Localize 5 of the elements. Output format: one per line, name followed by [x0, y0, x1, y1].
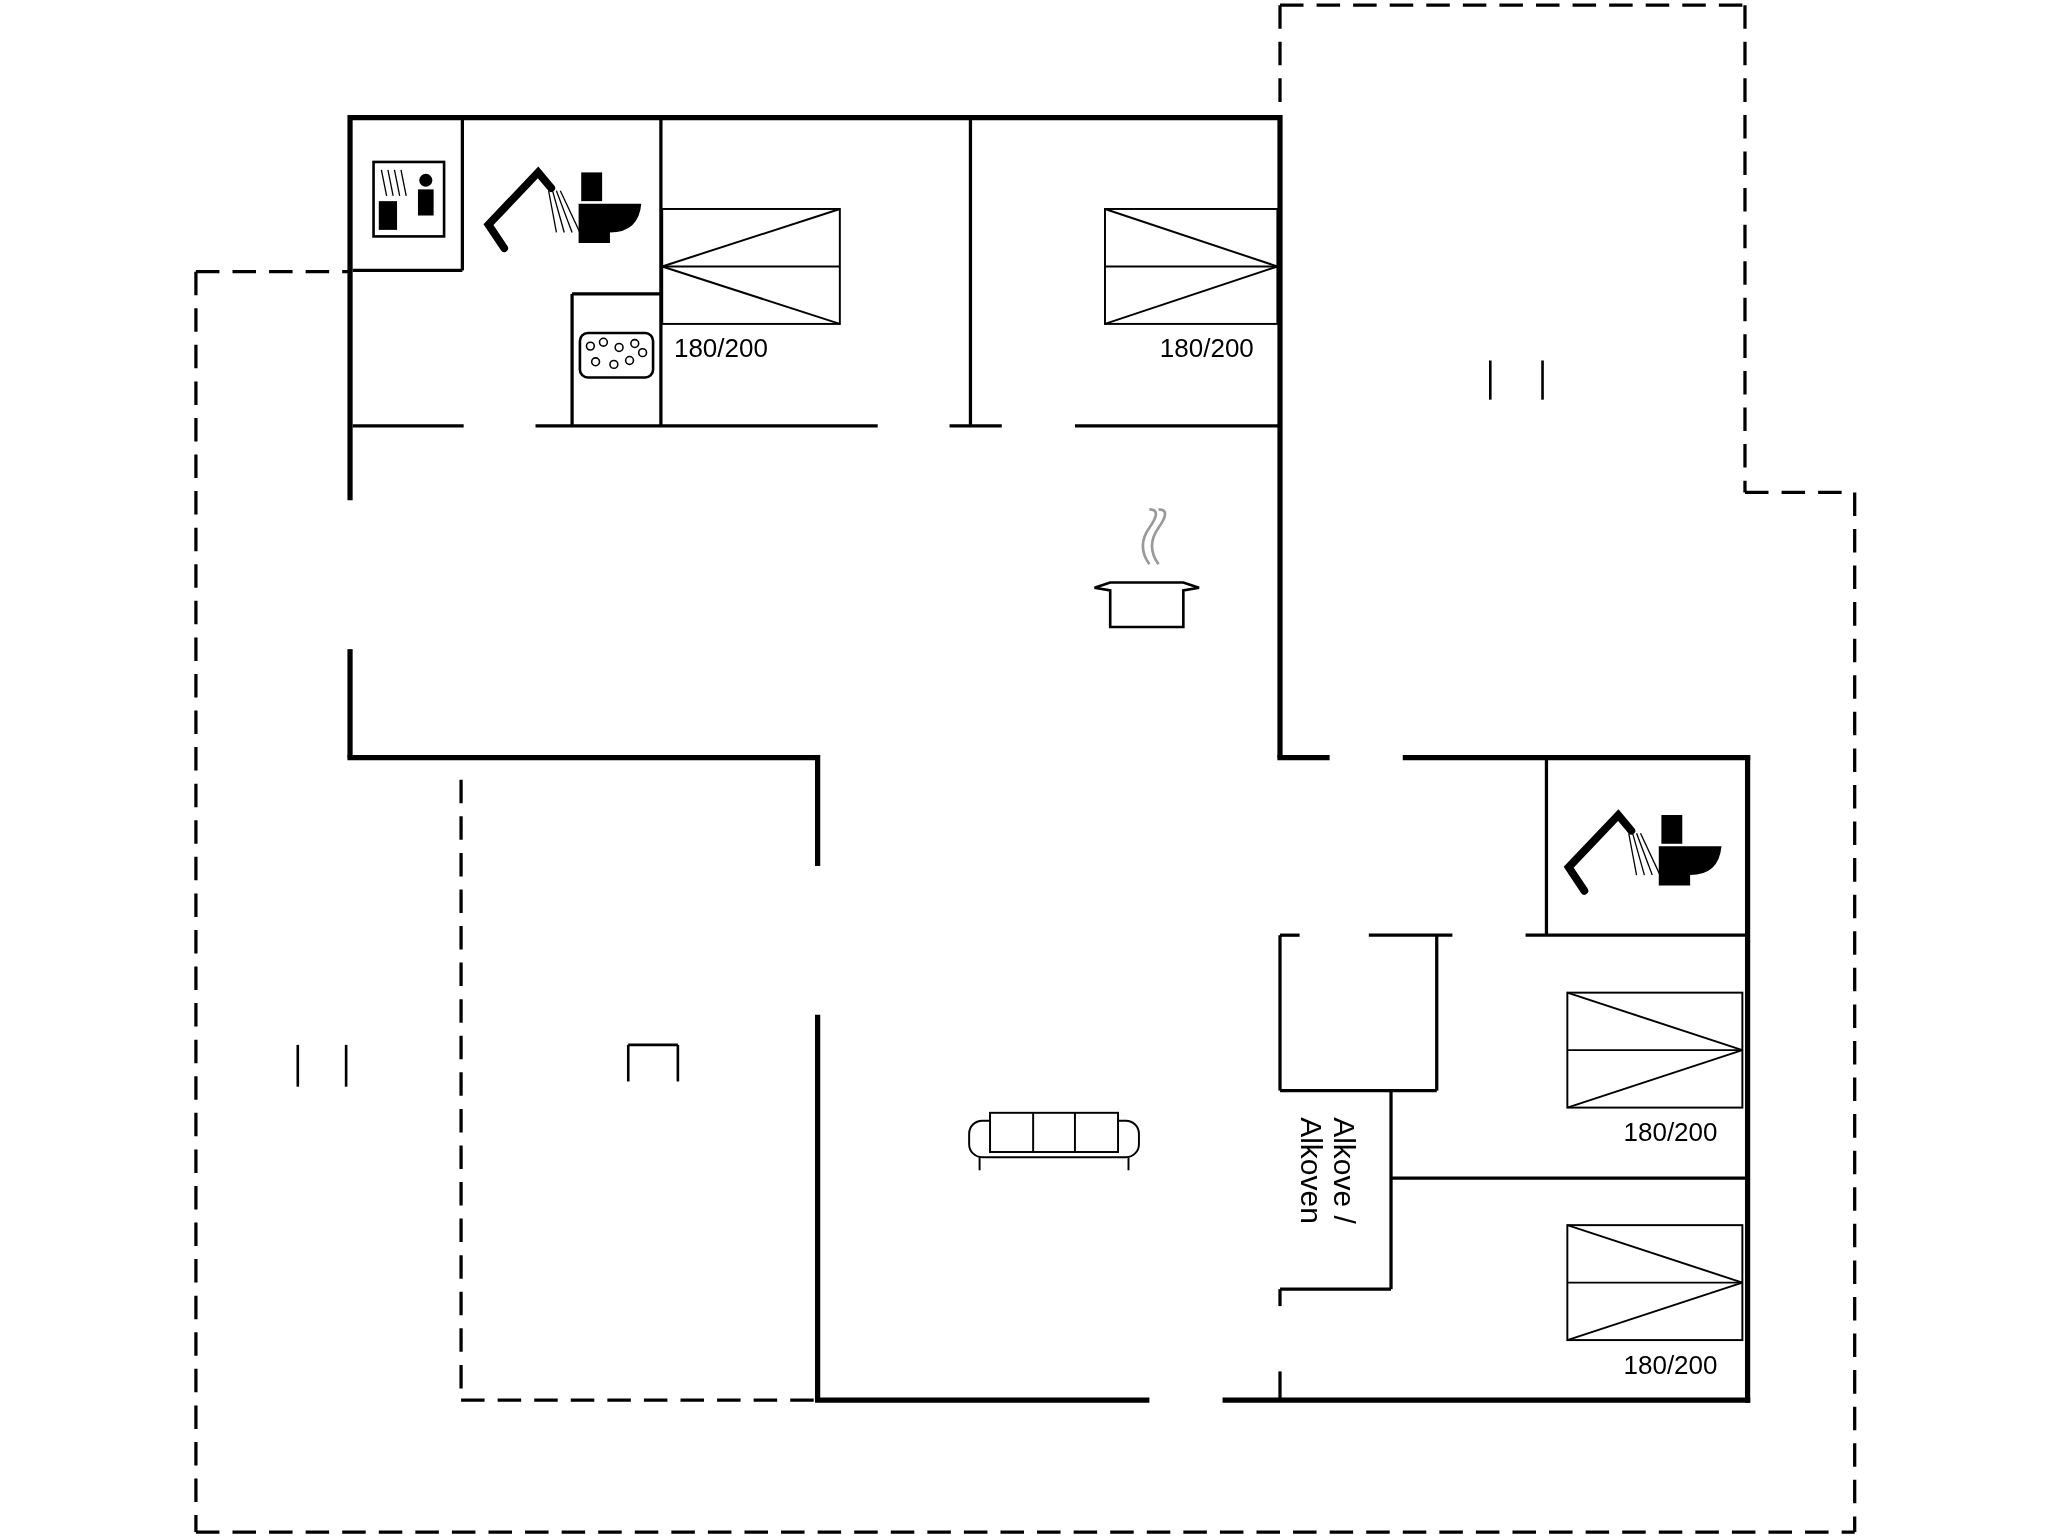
bed-size-label: 180/200 — [1623, 1350, 1718, 1380]
bed-size-label: 180/200 — [1623, 1118, 1718, 1147]
room-label: Alkove / Alkoven — [1295, 1117, 1362, 1226]
bed-size-label: 180/200 — [1159, 334, 1254, 363]
bed-size-label: 180/200 — [673, 334, 768, 363]
